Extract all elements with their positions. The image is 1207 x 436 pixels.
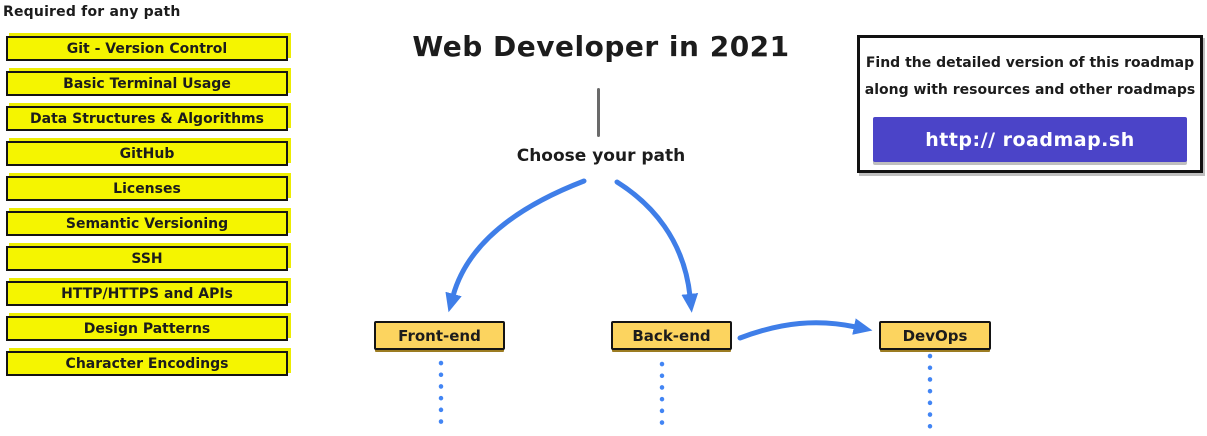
topic-git-version-control[interactable]: Git - Version Control	[6, 36, 288, 61]
info-box: Find the detailed version of this roadma…	[857, 35, 1203, 173]
choose-your-path-label: Choose your path	[516, 146, 686, 166]
topic-ssh[interactable]: SSH	[6, 246, 288, 271]
topic-github[interactable]: GitHub	[6, 141, 288, 166]
topic-semantic-versioning[interactable]: Semantic Versioning	[6, 211, 288, 236]
topic-http-https-apis[interactable]: HTTP/HTTPS and APIs	[6, 281, 288, 306]
node-devops[interactable]: DevOps	[879, 321, 991, 350]
title-connector-line	[597, 88, 600, 137]
node-backend[interactable]: Back-end	[611, 321, 732, 350]
topic-character-encodings[interactable]: Character Encodings	[6, 351, 288, 376]
required-topics-list: Git - Version Control Basic Terminal Usa…	[6, 36, 288, 386]
arrow-to-backend	[614, 179, 699, 313]
topic-design-patterns[interactable]: Design Patterns	[6, 316, 288, 341]
info-text-line2: along with resources and other roadmaps	[864, 82, 1196, 98]
topic-licenses[interactable]: Licenses	[6, 176, 288, 201]
topic-data-structures-algorithms[interactable]: Data Structures & Algorithms	[6, 106, 288, 131]
page-title: Web Developer in 2021	[412, 30, 790, 63]
arrow-to-frontend	[445, 178, 587, 313]
required-path-heading: Required for any path	[3, 4, 181, 20]
info-text-line1: Find the detailed version of this roadma…	[865, 55, 1195, 71]
node-frontend[interactable]: Front-end	[374, 321, 505, 350]
arrow-backend-to-devops	[737, 318, 873, 341]
roadmap-link-button[interactable]: http:// roadmap.sh	[873, 117, 1187, 162]
topic-basic-terminal-usage[interactable]: Basic Terminal Usage	[6, 71, 288, 96]
